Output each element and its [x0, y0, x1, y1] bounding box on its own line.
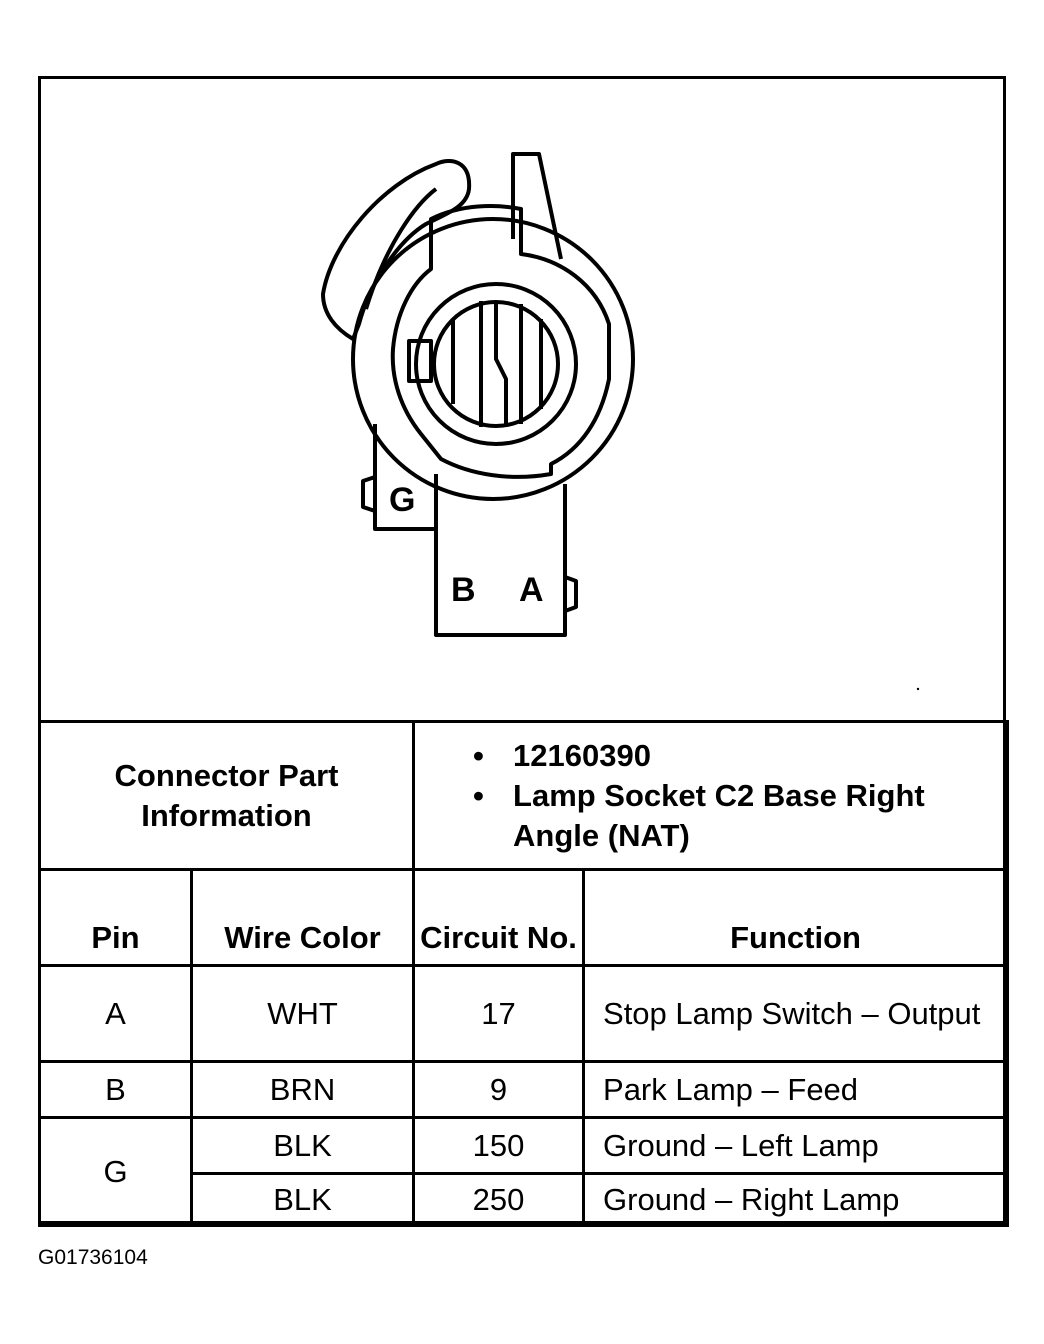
wire-color-cell: WHT [189, 964, 416, 1063]
circuit-no-cell: 9 [412, 1060, 586, 1119]
terminal-tab-a [564, 575, 578, 613]
table-header-row: Pin Wire Color Circuit No. Function [38, 868, 1010, 967]
contact-slot [451, 301, 543, 427]
connector-face-diagram: G B A [41, 79, 1003, 721]
top-tab [511, 152, 563, 260]
terminal-housing-ba [434, 484, 567, 637]
wire-color-cell: BRN [189, 1060, 416, 1119]
function-cell: Ground – Left Lamp [582, 1116, 1010, 1175]
part-description: Lamp Socket C2 Base Right Angle (NAT) [473, 776, 1006, 856]
function-cell: Ground – Right Lamp [582, 1172, 1010, 1227]
header-circuit-no: Circuit No. [412, 868, 586, 967]
wire-color-cell: BLK [189, 1116, 416, 1175]
bulb-bore-outer [414, 282, 578, 446]
connector-info-row: Connector Part Information 12160390 Lamp… [37, 720, 1010, 871]
latch-arm [321, 159, 472, 341]
table-row: G BLK 150 Ground – Left Lamp [38, 1116, 1010, 1227]
header-pin: Pin [38, 868, 193, 967]
circuit-no-cell: 150 [412, 1116, 586, 1175]
pin-cell: A [38, 964, 193, 1063]
header-function: Function [582, 868, 1010, 967]
key-notch [407, 339, 433, 383]
circuit-no-cell: 17 [412, 964, 586, 1063]
connector-drawing: G B A [321, 152, 920, 691]
socket-collar [390, 204, 611, 479]
pin-label-a: A [519, 571, 544, 609]
terminal-tab-g [361, 475, 376, 513]
circuit-no-cell: 250 [412, 1172, 586, 1227]
latch-arm-inner [364, 187, 438, 310]
table-row: A WHT 17 Stop Lamp Switch – Output [38, 964, 1010, 1063]
function-cell: Stop Lamp Switch – Output [582, 964, 1010, 1063]
part-number: 12160390 [473, 736, 1006, 776]
connector-pinout-table: Connector Part Information 12160390 Lamp… [37, 720, 1010, 1227]
connector-part-info-list: 12160390 Lamp Socket C2 Base Right Angle… [412, 720, 1010, 871]
pin-cell: G [38, 1116, 193, 1227]
connector-part-info-label: Connector Part Information [37, 720, 416, 871]
socket-outer-ring [351, 217, 635, 501]
pin-cell: B [38, 1060, 193, 1119]
function-cell: Park Lamp – Feed [582, 1060, 1010, 1119]
pin-label-b: B [451, 571, 476, 609]
connector-figure-frame: G B A Connector Part Information 1216039… [37, 76, 1010, 1227]
pin-label-g: G [389, 481, 415, 519]
table-row: BLK 250 Ground – Right Lamp [40, 1172, 1010, 1227]
figure-id: G01736104 [38, 1246, 148, 1269]
table-row: B BRN 9 Park Lamp – Feed [38, 1060, 1010, 1119]
wire-color-cell: BLK [189, 1172, 416, 1227]
speck [916, 687, 920, 691]
header-wire-color: Wire Color [189, 868, 416, 967]
